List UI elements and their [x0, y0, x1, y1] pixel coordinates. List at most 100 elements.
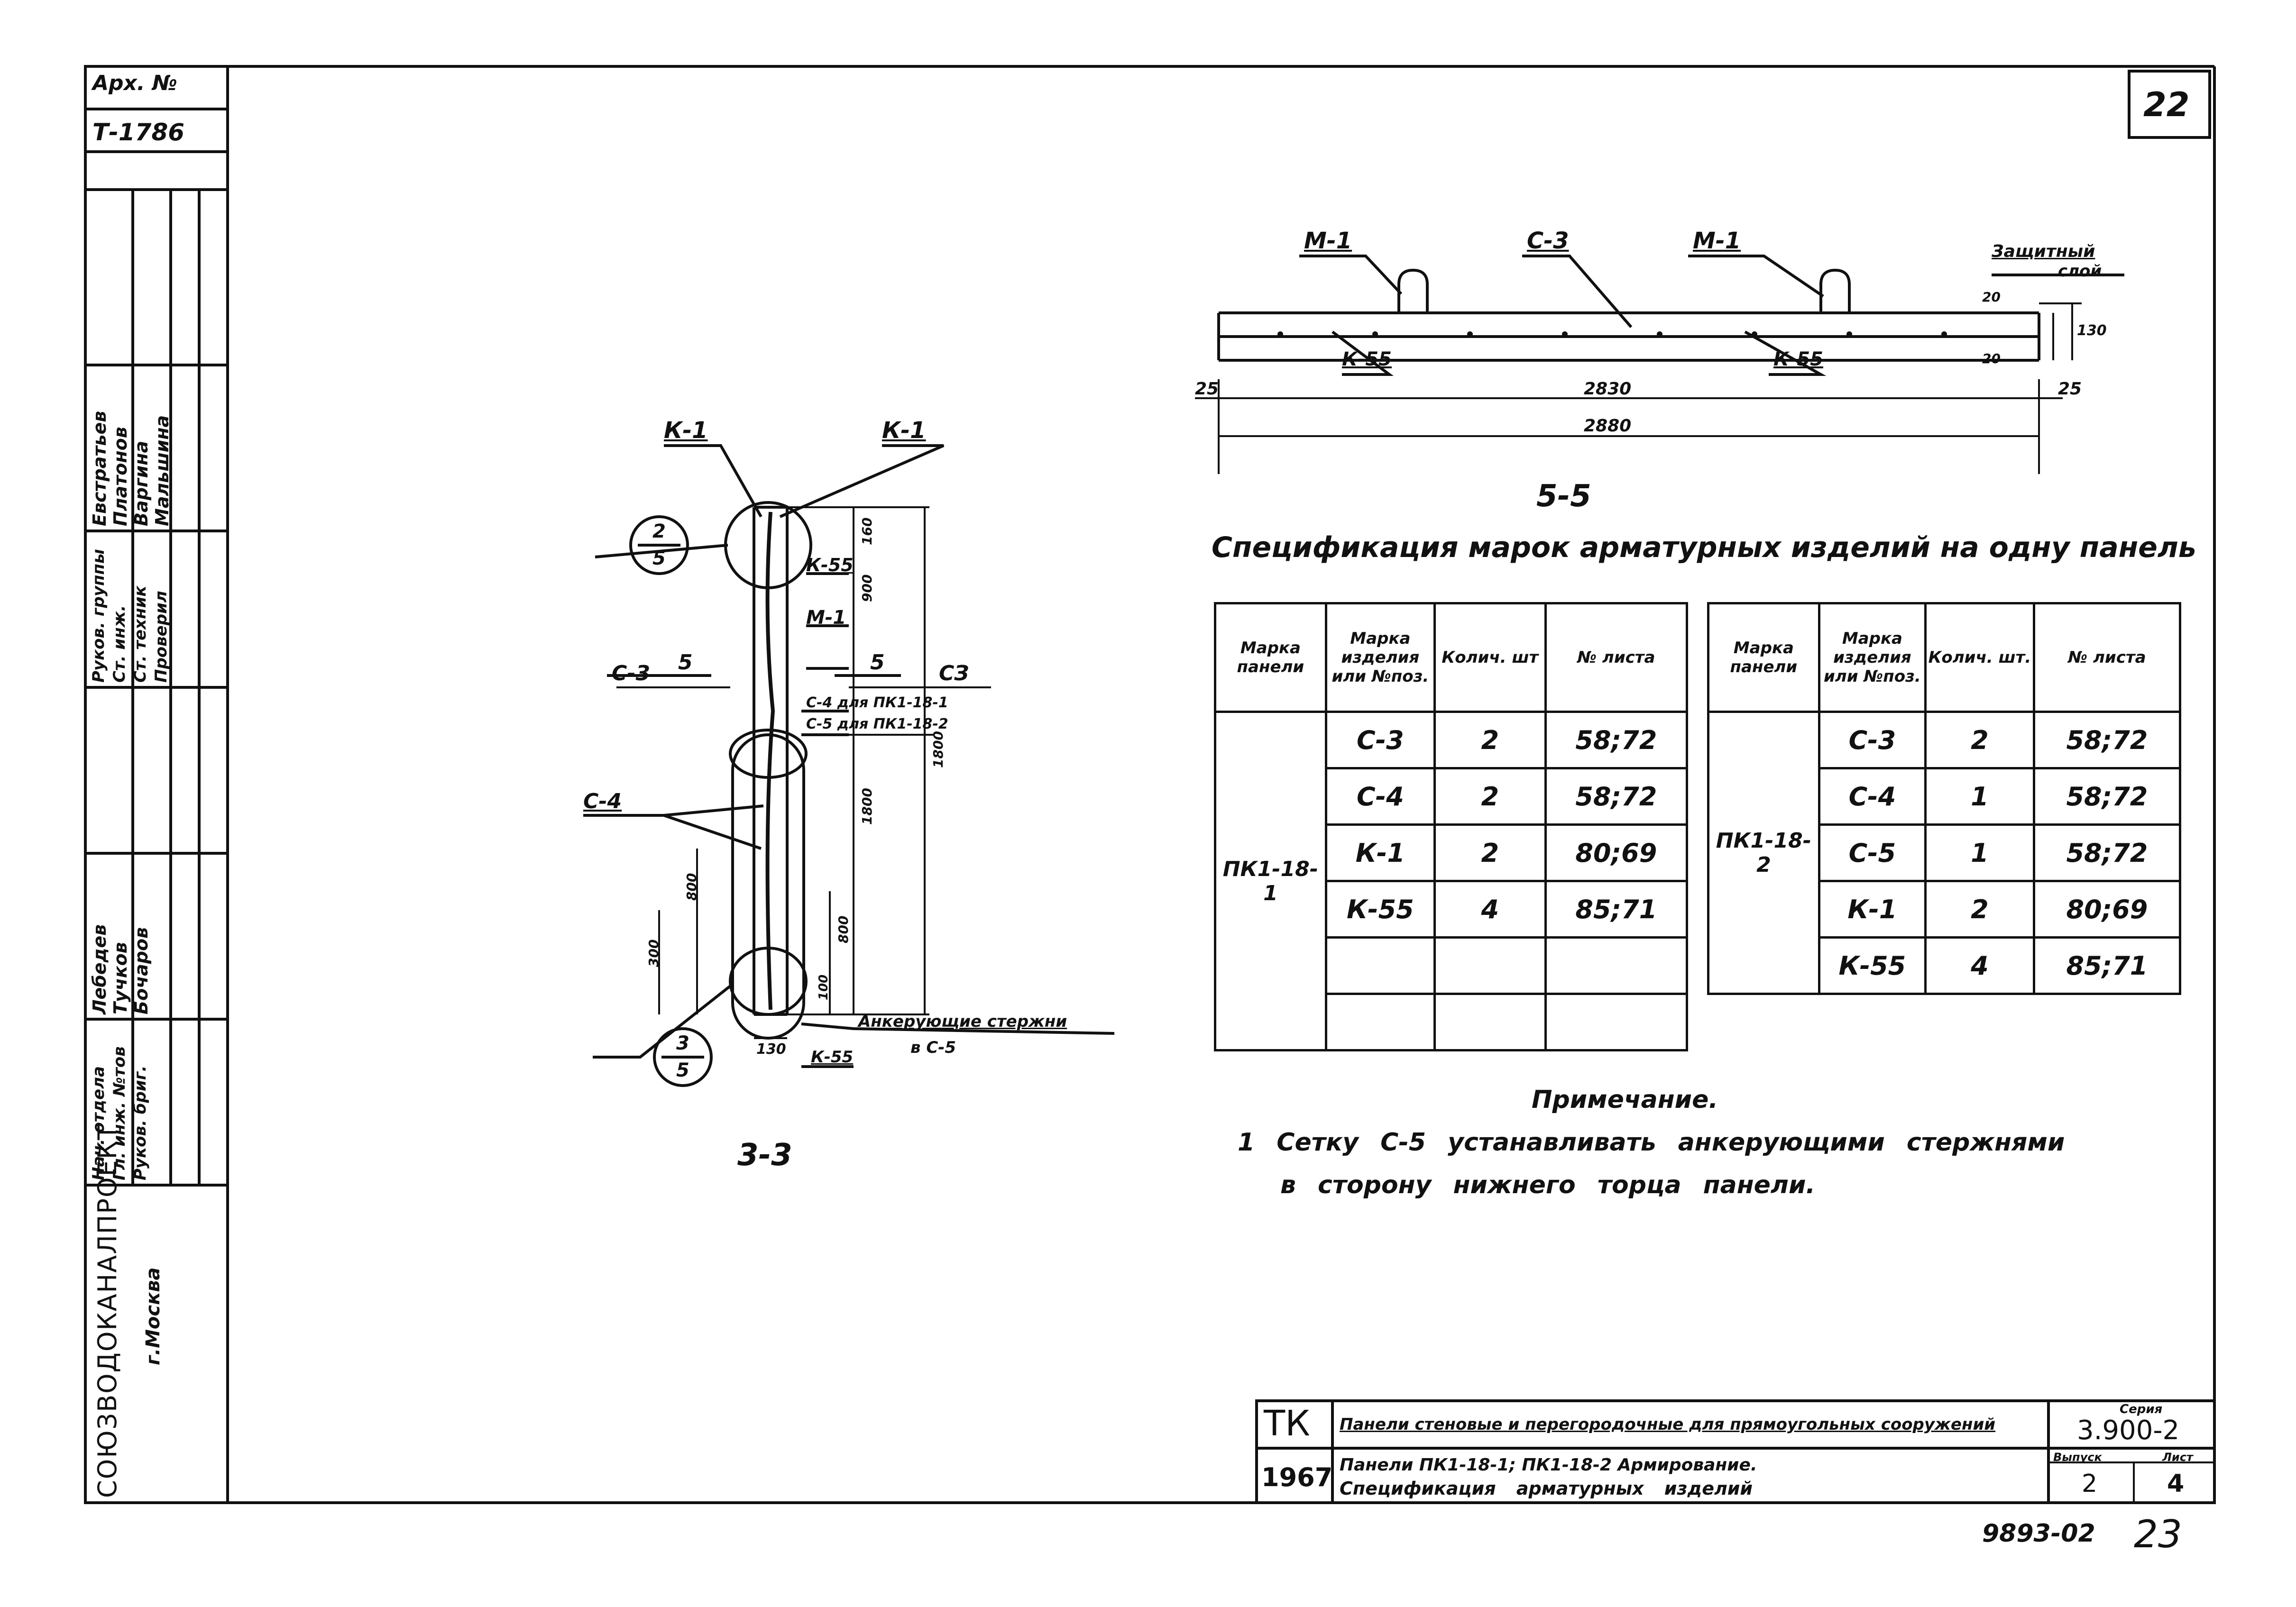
- s55-protect-1: Защитный: [1992, 242, 2095, 261]
- tl-h-panel: Марка панели: [1214, 602, 1327, 713]
- tr-r2-item: С-5: [1818, 823, 1927, 882]
- s55-k55-left: К-55: [1342, 348, 1392, 370]
- s33-anchor-1: Анкерующие стержни: [858, 1012, 1067, 1031]
- s55-protect-2: слой: [2058, 262, 2102, 281]
- s33-c5-line: С-5 для ПК1-18-2: [806, 716, 948, 732]
- name-4: Евстратьев: [89, 411, 110, 526]
- s55-dim-130: 130: [2077, 322, 2107, 339]
- tr-r3-item: К-1: [1818, 880, 1927, 939]
- tl-r2-sheet: 80;69: [1544, 823, 1689, 882]
- tl-r3-qty: 4: [1433, 880, 1547, 939]
- s33-c4: С-4: [583, 789, 622, 813]
- tl-r5-item: [1324, 993, 1436, 1051]
- s55-m1-right: М-1: [1693, 228, 1741, 254]
- s33-dim-800-r: 800: [836, 915, 851, 943]
- tr-r2-qty: 1: [1924, 823, 2035, 882]
- s33-cut-left: 5: [678, 650, 693, 675]
- org-name: СОЮЗВОДОКАНАЛПРОЕКТ: [92, 1123, 122, 1498]
- bottom-number: 9893-02: [1982, 1519, 2095, 1548]
- tl-r2-item: К-1: [1324, 823, 1436, 882]
- stamp-sheet: 4: [2167, 1470, 2185, 1498]
- tr-panel-mark: ПК1-18-2: [1707, 711, 1820, 995]
- s55-dim-25-right: 25: [2058, 379, 2082, 399]
- name-2: Тучков: [110, 942, 131, 1014]
- tl-r1-qty: 2: [1433, 767, 1547, 826]
- tl-r1-sheet: 58;72: [1544, 767, 1689, 826]
- s33-k55-bottom: К-55: [811, 1048, 854, 1067]
- s55-dim-2880: 2880: [1584, 416, 1632, 436]
- s55-k55-right: К-55: [1773, 348, 1823, 370]
- tl-r0-sheet: 58;72: [1544, 711, 1689, 769]
- role-st-eng: Ст. инж.: [110, 605, 129, 683]
- s55-dim-2830: 2830: [1584, 379, 1632, 399]
- s33-dim-130: 130: [756, 1041, 786, 1058]
- s55-dim-20-top: 20: [1982, 289, 2001, 305]
- stamp-subtitle-2: Спецификация арматурных изделий: [1340, 1478, 1753, 1499]
- org-city: г.Москва: [142, 1267, 164, 1365]
- stamp-tk: ТК: [1264, 1403, 1310, 1444]
- spec-table-left: Марка панели Марка изделия или №поз. Кол…: [1214, 602, 1689, 1051]
- stamp-series: 3.900-2: [2077, 1415, 2180, 1446]
- s33-dim-160: 160: [859, 517, 875, 545]
- s33-k55-top: К-55: [806, 555, 854, 575]
- archive-label: Арх. №: [92, 71, 177, 95]
- s33-dim-100: 100: [817, 974, 831, 1000]
- tr-r4-sheet: 85;71: [2032, 936, 2182, 995]
- s33-circle-top-num: 2: [652, 520, 666, 542]
- s33-dim-1800: 1800: [859, 788, 875, 825]
- tr-h-sheet: № листа: [2032, 602, 2182, 713]
- role-tech: Ст. техник: [131, 585, 150, 683]
- note-title: Примечание.: [1532, 1086, 1718, 1114]
- s33-c3-mark: СЗ: [939, 661, 969, 685]
- stamp-title: Панели стеновые и перегородочные для пря…: [1340, 1415, 1996, 1434]
- tl-panel-mark: ПК1-18-1: [1214, 711, 1327, 1051]
- tl-r1-item: С-4: [1324, 767, 1436, 826]
- tr-r2-sheet: 58;72: [2032, 823, 2182, 882]
- spec-table-right: Марка панели Марка изделия или №поз. Кол…: [1707, 602, 2182, 995]
- s55-dim-20-bottom: 20: [1982, 351, 2001, 366]
- stamp-issue-label: Выпуск: [2053, 1451, 2102, 1464]
- role-group: Руков. группы: [89, 549, 108, 683]
- s33-circle-bot-num: 3: [676, 1032, 689, 1054]
- note-line-1: 1 Сетку С-5 устанавливать анкерующими ст…: [1238, 1128, 2065, 1157]
- stamp-series-label: Серия: [2120, 1402, 2163, 1416]
- tr-h-panel: Марка панели: [1707, 602, 1820, 713]
- role-check: Проверил: [152, 591, 171, 683]
- bottom-page: 23: [2134, 1512, 2182, 1556]
- tr-r1-sheet: 58;72: [2032, 767, 2182, 826]
- tl-r2-qty: 2: [1433, 823, 1547, 882]
- role-brigade: Руков. бриг.: [131, 1065, 150, 1180]
- archive-number: Т-1786: [92, 119, 185, 146]
- s33-circle-bot-den: 5: [676, 1059, 689, 1081]
- stamp-issue: 2: [2082, 1470, 2098, 1498]
- s33-dim-800-l: 800: [684, 873, 699, 901]
- tr-r3-sheet: 80;69: [2032, 880, 2182, 939]
- s33-dim-300: 300: [646, 939, 661, 967]
- tr-r1-qty: 1: [1924, 767, 2035, 826]
- s33-cut-right: 5: [870, 650, 885, 675]
- s33-k1-right: К-1: [882, 417, 926, 444]
- name-7: Мальшина: [152, 415, 173, 526]
- tr-h-qty: Колич. шт.: [1924, 602, 2035, 713]
- name-1: Лебедев: [89, 924, 110, 1014]
- s33-m1: М-1: [806, 607, 846, 629]
- tl-r0-item: С-3: [1324, 711, 1436, 769]
- spec-title: Спецификация марок арматурных изделий на…: [1212, 531, 2196, 564]
- tl-r3-sheet: 85;71: [1544, 880, 1689, 939]
- note-line-2: в сторону нижнего торца панели.: [1280, 1171, 1816, 1199]
- tl-h-qty: Колич. шт: [1433, 602, 1547, 713]
- s33-k1-left: К-1: [664, 417, 708, 444]
- tl-h-sheet: № листа: [1544, 602, 1689, 713]
- s55-dim-25-left: 25: [1195, 379, 1219, 399]
- tl-r5-qty: [1433, 993, 1547, 1051]
- tr-h-item: Марка изделия или №поз.: [1818, 602, 1927, 713]
- s33-c3: С-3: [612, 661, 651, 685]
- tr-r0-qty: 2: [1924, 711, 2035, 769]
- name-6: Варгина: [131, 440, 152, 526]
- tl-r4-qty: [1433, 936, 1547, 995]
- tr-r0-sheet: 58;72: [2032, 711, 2182, 769]
- s33-dim-900: 900: [859, 574, 875, 602]
- s55-c3: С-3: [1527, 228, 1569, 254]
- name-5: Платонов: [110, 427, 131, 526]
